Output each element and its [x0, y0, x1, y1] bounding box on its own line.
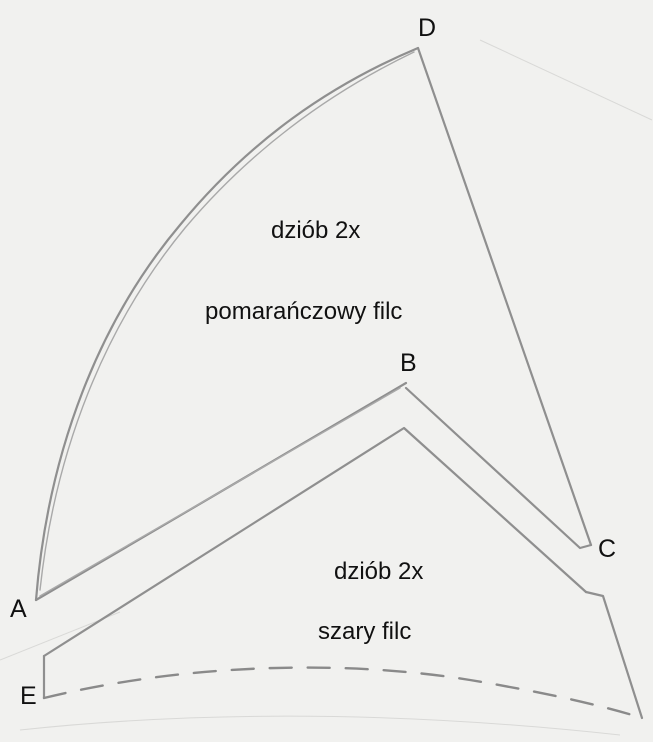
- vertex-label-d: D: [418, 14, 437, 42]
- vertex-label-e: E: [20, 682, 37, 710]
- curved-edge-a-d: [34, 46, 420, 602]
- vertex-label-b: B: [400, 349, 417, 377]
- edge-b-a-sketch: [39, 387, 401, 597]
- vertex-label-c: C: [598, 535, 617, 563]
- paper-mark: [479, 39, 653, 121]
- vertex-label-a: A: [10, 595, 27, 623]
- edge-c-b: [404, 386, 593, 550]
- edge-right: [584, 590, 644, 720]
- orange-beak-piece: [34, 46, 593, 602]
- grey-piece-material: szary filc: [318, 618, 412, 645]
- grey-beak-piece: [42, 426, 644, 720]
- grey-piece-title: dziób 2x: [334, 558, 424, 585]
- dashed-fold-line: [42, 666, 644, 720]
- edge-e-top: [42, 426, 588, 658]
- orange-piece-material: pomarańczowy filc: [205, 298, 403, 325]
- orange-piece-title: dziób 2x: [271, 217, 361, 244]
- edge-d-c: [416, 46, 593, 547]
- curved-edge-a-d-sketch: [39, 51, 415, 591]
- paper-mark: [19, 715, 621, 736]
